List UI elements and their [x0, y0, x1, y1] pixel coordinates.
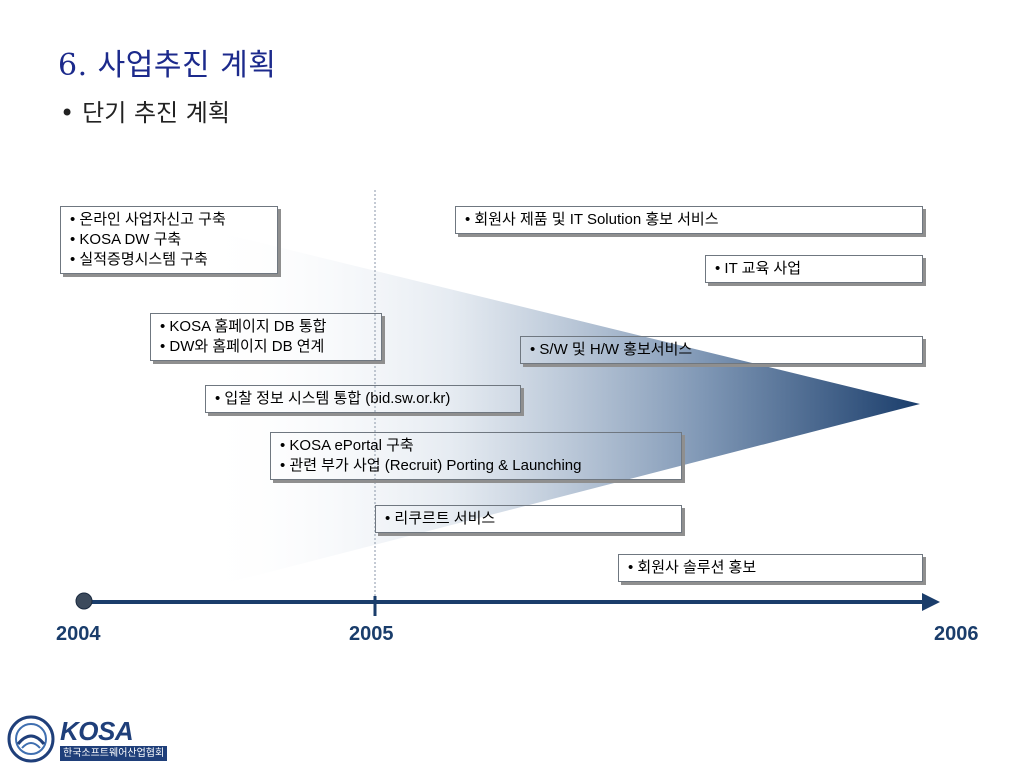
task-line: • KOSA 홈페이지 DB 통합 [160, 318, 327, 335]
task-line: • DW와 홈페이지 DB 연계 [160, 338, 325, 355]
task-line: • 입찰 정보 시스템 통합 (bid.sw.or.kr) [215, 390, 451, 407]
task-line: • 회원사 솔루션 홍보 [628, 559, 757, 576]
kosa-logo-wordmark: KOSA [60, 716, 134, 746]
task-line: • KOSA DW 구축 [70, 231, 182, 248]
task-line: • KOSA ePortal 구축 [280, 437, 414, 454]
task-line: • IT 교육 사업 [715, 260, 802, 277]
task-line: • S/W 및 H/W 홍보서비스 [530, 341, 693, 358]
task-box-eportal: • KOSA ePortal 구축 • 관련 부가 사업 (Recruit) P… [270, 432, 682, 480]
task-box-bid-info-system: • 입찰 정보 시스템 통합 (bid.sw.or.kr) [205, 385, 521, 413]
task-box-member-product-promo: • 회원사 제품 및 IT Solution 홍보 서비스 [455, 206, 923, 234]
progress-wedge [200, 228, 920, 590]
page-title: 6. 사업추진 계획 [58, 48, 277, 83]
task-box-homepage-db: • KOSA 홈페이지 DB 통합 • DW와 홈페이지 DB 연계 [150, 313, 382, 361]
year-label-2006: 2006 [934, 623, 979, 645]
year-label-2004: 2004 [56, 623, 101, 645]
subtitle-text: 단기 추진 계획 [82, 99, 230, 127]
task-line: • 온라인 사업자신고 구축 [70, 211, 226, 228]
year-label-2005: 2005 [349, 623, 394, 645]
subtitle-bullet: • [60, 99, 75, 127]
timeline-arrow-head [922, 593, 940, 611]
task-box-online-business-report: • 온라인 사업자신고 구축 • KOSA DW 구축 • 실적증명시스템 구축 [60, 206, 278, 274]
task-line: • 회원사 제품 및 IT Solution 홍보 서비스 [465, 211, 719, 228]
task-line: • 관련 부가 사업 (Recruit) Porting & Launching [280, 457, 582, 474]
task-line: • 리쿠르트 서비스 [385, 510, 496, 527]
kosa-logo-emblem [7, 715, 55, 763]
task-line: • 실적증명시스템 구축 [70, 251, 208, 268]
task-box-it-education: • IT 교육 사업 [705, 255, 923, 283]
task-box-recruit-service: • 리쿠르트 서비스 [375, 505, 682, 533]
section-subtitle: •단기 추진 계획 [60, 93, 230, 128]
timeline-start-dot [75, 592, 93, 610]
task-box-sw-hw-promo: • S/W 및 H/W 홍보서비스 [520, 336, 923, 364]
kosa-logo-subtitle: 한국소프트웨어산업협회 [60, 746, 168, 761]
task-box-member-solution-promo: • 회원사 솔루션 홍보 [618, 554, 923, 582]
